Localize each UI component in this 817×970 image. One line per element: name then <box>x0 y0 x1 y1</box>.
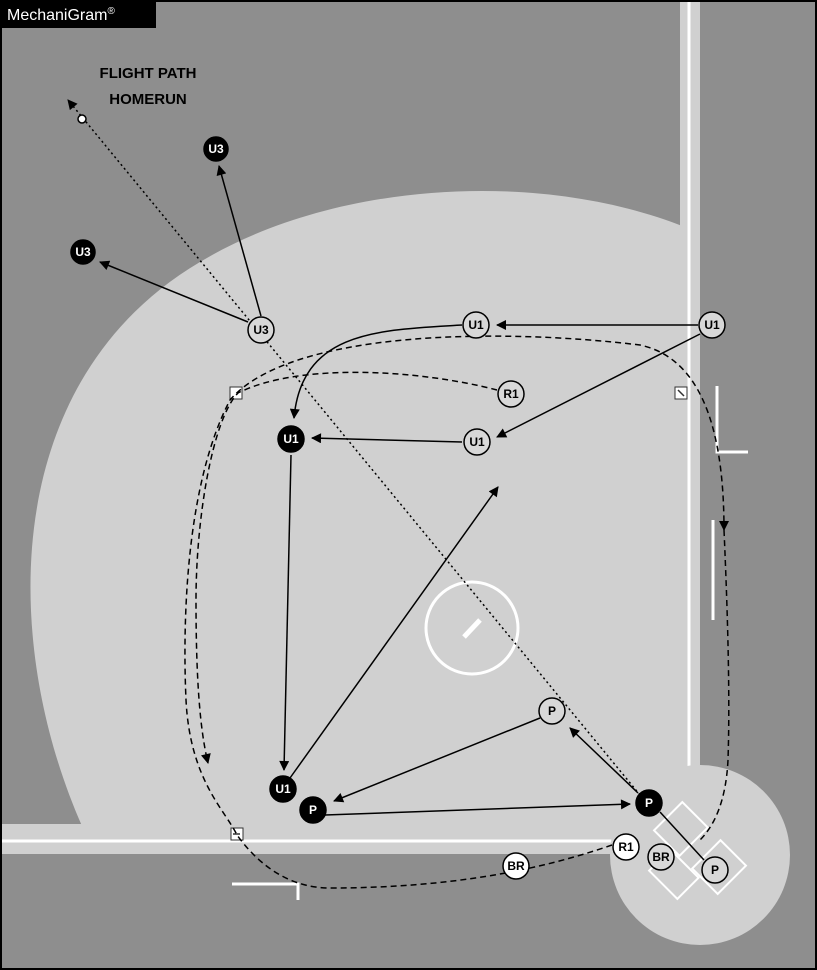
p-path-to-plate-area <box>333 717 541 803</box>
svg-text:P: P <box>548 704 556 718</box>
p-mid-marker: P <box>538 697 566 725</box>
svg-text:P: P <box>711 863 719 877</box>
flight-path-point <box>77 114 87 124</box>
flight-path-line <box>67 99 641 796</box>
svg-text:U1: U1 <box>283 432 299 446</box>
u1-path-diagonal <box>289 486 499 779</box>
svg-text:BR: BR <box>507 859 525 873</box>
br-running-path-end <box>699 529 730 841</box>
svg-text:U1: U1 <box>704 318 720 332</box>
svg-text:U3: U3 <box>208 142 224 156</box>
brand-label: MechaniGram® <box>7 6 115 24</box>
svg-text:R1: R1 <box>503 387 519 401</box>
br-home-marker: BR <box>647 843 675 871</box>
r1-path-marker: R1 <box>497 380 525 408</box>
svg-text:U1: U1 <box>469 435 485 449</box>
coach-box-third <box>232 882 300 900</box>
svg-text:U1: U1 <box>275 782 291 796</box>
u1-path-down <box>279 454 292 771</box>
u3-final-left-marker: U3 <box>70 239 96 265</box>
svg-text:BR: BR <box>652 850 670 864</box>
pitchers-rubber <box>462 618 482 639</box>
p-home-marker: P <box>635 789 663 817</box>
p-first-base-marker: P <box>299 796 327 824</box>
u1-path-top-curve <box>289 324 463 419</box>
u3-start-marker: U3 <box>247 316 275 344</box>
br-path-marker: BR <box>502 852 530 880</box>
br-running-path <box>184 335 729 889</box>
coach-box-first <box>715 386 748 454</box>
foul-line-strip-bottom <box>0 824 700 854</box>
svg-text:R1: R1 <box>618 840 634 854</box>
pitchers-mound <box>424 580 520 676</box>
u1-second-base-marker: U1 <box>277 425 305 453</box>
u1-mid-top-marker: U1 <box>462 311 490 339</box>
playing-field <box>30 190 692 827</box>
u1-start-marker: U1 <box>698 311 726 339</box>
p-path-from-start <box>659 811 705 861</box>
r1-home-marker: R1 <box>612 833 640 861</box>
u1-path-start-to-right <box>496 333 701 438</box>
svg-text:P: P <box>645 796 653 810</box>
flight-path-label-line1: FLIGHT PATH <box>100 65 197 82</box>
u1-path-to-second <box>311 433 463 444</box>
brand-name: MechaniGram <box>7 7 107 24</box>
flight-path-label-line2: HOMERUN <box>109 91 187 108</box>
svg-text:U3: U3 <box>253 323 269 337</box>
u1-mid-right-marker: U1 <box>463 428 491 456</box>
u3-path-left <box>99 260 249 323</box>
u3-final-top-marker: U3 <box>203 136 229 162</box>
svg-text:U3: U3 <box>75 245 91 259</box>
p-start-marker: P <box>701 856 729 884</box>
brand-registered-mark: ® <box>107 6 115 17</box>
svg-text:U1: U1 <box>468 318 484 332</box>
u3-path-top <box>216 165 262 317</box>
batters-boxes <box>652 800 748 896</box>
brand-label-background <box>0 0 156 28</box>
r1-running-path <box>195 371 498 764</box>
p-path-up <box>569 727 639 794</box>
u1-first-base-marker: U1 <box>269 775 297 803</box>
svg-text:P: P <box>309 803 317 817</box>
p-path-to-home <box>324 799 631 816</box>
